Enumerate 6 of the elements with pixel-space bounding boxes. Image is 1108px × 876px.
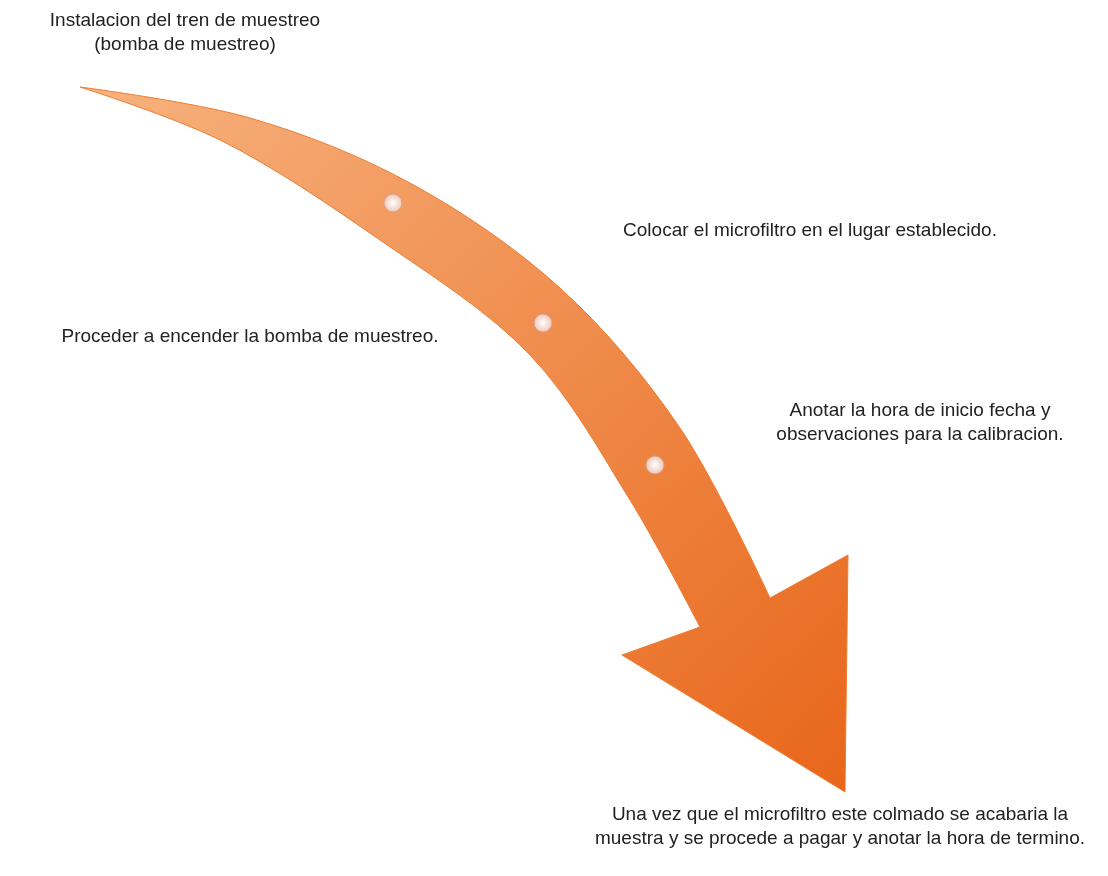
step-text: Colocar el microfiltro en el lugar establecido. xyxy=(622,218,998,242)
curved-arrow xyxy=(79,86,849,793)
step-text: Una vez que el microfiltro este colmado se acabaria la muestra y se procede a pagar y anotar la hora de termino. xyxy=(590,802,1090,850)
step-text: Anotar la hora de inicio fecha y observaciones para la calibracion. xyxy=(775,398,1065,446)
step-text: Instalacion del tren de muestreo (bomba de muestreo) xyxy=(20,8,350,56)
step-text: Proceder a encender la bomba de muestreo. xyxy=(60,324,440,348)
